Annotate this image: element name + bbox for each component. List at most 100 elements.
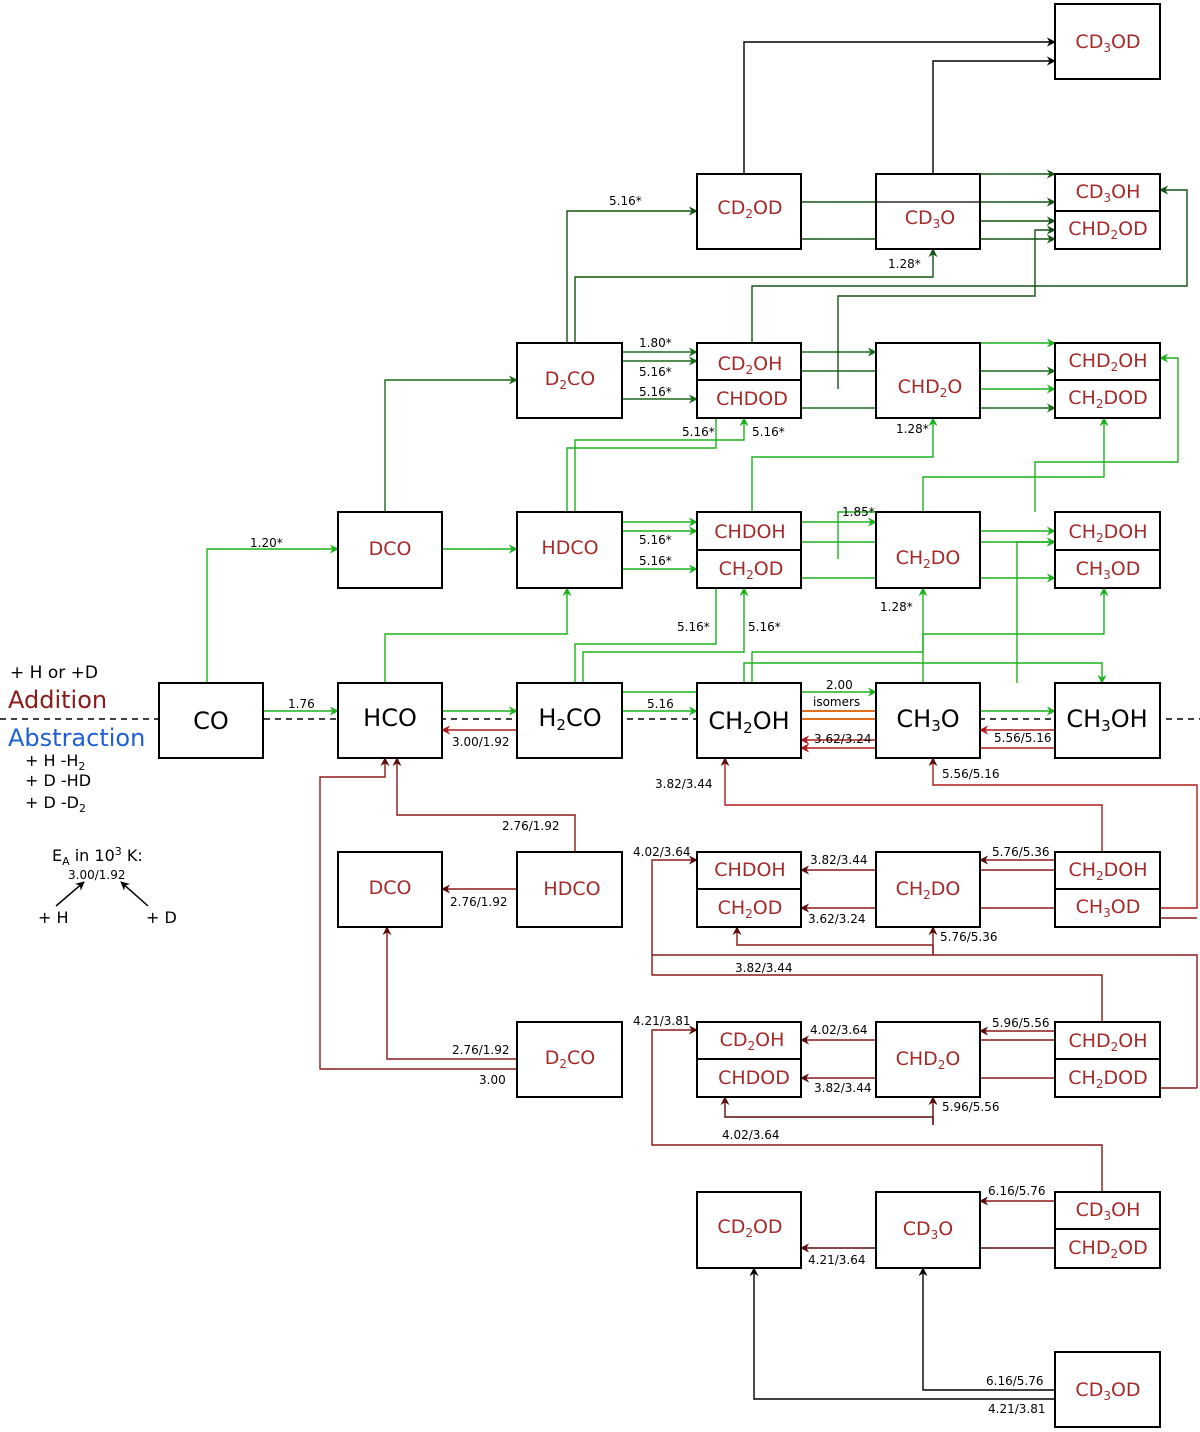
svg-text:CH2DOH: CH2DOH [1068,521,1147,545]
species-chdoh-ch2od-top: CHDOH CH2OD [696,511,802,589]
svg-text:CD3OH: CD3OH [1076,1199,1141,1223]
rate-label: 5.96/5.56 [942,1100,999,1114]
abstraction-d-d2: + D -D2 [25,793,86,815]
species-ch2doh-ch3od-top: CH2DOH CH3OD [1054,511,1161,589]
rate-label: 5.16* [639,533,672,547]
species-cd3od-bottom: CD3OD [1054,1351,1161,1428]
arrow-chdoh-chd2o [751,417,938,512]
arrow-chd2oh-chdoh-long [651,955,1103,1022]
svg-text:CO: CO [193,707,229,735]
species-chd2oh-ch2dod-bottom: CHD2OH CH2DOD [1054,1021,1161,1098]
arrow-cd3o-cd3od [932,56,1056,174]
rate-label: 1.28* [888,257,921,271]
arrow-d2co-hco-abs [319,757,517,1070]
svg-text:CD3O: CD3O [903,1218,954,1242]
arrow-h2co-ch2od [582,587,749,683]
svg-text:CH2DO: CH2DO [896,878,961,902]
rate-label: 6.16/5.76 [988,1184,1045,1198]
species-cd2oh-chdod-top: CD2OH CHDOD [696,342,802,419]
abstraction-h-h2: + H -H2 [25,751,85,773]
arrow-cd3oh-cd2oh-long [651,1025,1103,1192]
species-h2co: H2CO [516,682,623,759]
rate-label: 1.76 [288,697,315,711]
rate-label: 5.16* [639,365,672,379]
rate-label: 5.16* [639,385,672,399]
rate-label: 3.82/3.44 [814,1081,871,1095]
svg-text:HDCO: HDCO [541,537,598,559]
rate-label: 4.21/3.64 [808,1253,865,1267]
arrow-ch3od-ch3o-abs [928,757,1198,909]
species-hco: HCO [337,682,443,759]
rate-label: 4.21/3.81 [988,1402,1045,1416]
rate-label: 3.00 [479,1073,506,1087]
svg-text:CHD2OH: CHD2OH [1068,350,1147,374]
species-dco-top: DCO [337,511,443,589]
rate-label: 1.20* [250,536,283,550]
svg-text:H2CO: H2CO [538,704,601,734]
arrow-ch2oh-chd2oh-long [1034,353,1179,512]
arrow-cd3od-cd3o-abs [918,1267,1055,1391]
rate-label: 2.00 [826,678,853,692]
rate-label: 5.16* [752,425,785,439]
rate-label: 4.02/3.64 [633,845,690,859]
svg-text:CHDOH: CHDOH [714,859,785,881]
rate-label: 5.96/5.56 [992,1016,1049,1030]
svg-text:CH2OD: CH2OD [719,558,784,582]
addition-reactants: + H or +D [10,663,98,683]
svg-text:CHDOD: CHDOD [716,388,788,410]
rate-label: 3.62/3.24 [808,912,865,926]
species-dco-bottom: DCO [337,851,443,928]
rate-label: 1.80* [639,336,672,350]
svg-text:CHD2OH: CHD2OH [1068,1030,1147,1054]
svg-text:CH3OD: CH3OD [1076,558,1141,582]
svg-text:D2CO: D2CO [545,1047,596,1071]
addition-heading: Addition [8,686,107,714]
rate-label: 4.21/3.81 [633,1014,690,1028]
svg-text:CHD2O: CHD2O [896,1048,961,1072]
svg-text:CH2OH: CH2OH [708,707,789,737]
svg-text:CH2OD: CH2OD [718,897,783,921]
svg-text:CD2OH: CD2OH [718,353,783,377]
species-co: CO [158,682,264,759]
svg-text:CH2DOD: CH2DOD [1068,1067,1147,1091]
svg-text:CH2DO: CH2DO [896,547,961,571]
svg-text:HCO: HCO [363,704,417,732]
species-ch3o: CH3O [875,682,981,759]
species-cd3od-top: CD3OD [1054,3,1161,80]
svg-text:CD2OH: CD2OH [720,1029,785,1053]
arrow-h2co-chdoh [574,540,721,683]
rate-label: 5.16* [682,425,715,439]
rate-label: 4.02/3.64 [722,1128,779,1142]
rate-label: 5.56/5.16 [994,731,1051,745]
arrow-ch2doh-ch2oh-abs [720,757,1103,852]
arrow-chdod-chd2od [837,225,1056,389]
rate-label: 1.85* [842,505,875,519]
rate-label: 5.16 [647,697,674,711]
svg-text:CH2DOD: CH2DOD [1068,387,1147,411]
arrow-ch3o-ch3od [922,587,1109,683]
rate-label: 4.02/3.64 [810,1023,867,1037]
rate-label: 1.28* [896,422,929,436]
arrow-ch2do-ch2dod [837,511,877,559]
svg-text:CHDOD: CHDOD [718,1067,790,1089]
svg-text:CH2DOH: CH2DOH [1068,859,1147,883]
arrow-chd2o-chdod-up [720,1096,934,1125]
svg-text:CHDOH: CHDOH [714,521,785,543]
abstraction-d-hd: + D -HD [25,771,91,790]
species-cd2od-top: CD2OD [696,173,802,250]
arrow-ch2do-chd2oh [922,417,1109,512]
svg-text:D2CO: D2CO [545,368,596,392]
species-cd3o-top: CD3O [875,173,981,250]
legend-arrow-h [55,881,85,907]
species-hdco-bottom: HDCO [516,851,623,928]
rate-label: 2.76/1.92 [450,895,507,909]
rate-label: 3.62/3.24 [814,732,871,746]
svg-text:CH3OH: CH3OH [1066,705,1147,735]
species-d2co-bottom: D2CO [516,1021,623,1098]
svg-text:CH3OD: CH3OD [1076,896,1141,920]
species-ch2do-top: CH2DO [875,511,981,589]
species-chd2oh-ch2dod-top: CHD2OH CH2DOD [1054,342,1161,419]
arrow-cd2od-cd3od [743,37,1056,174]
